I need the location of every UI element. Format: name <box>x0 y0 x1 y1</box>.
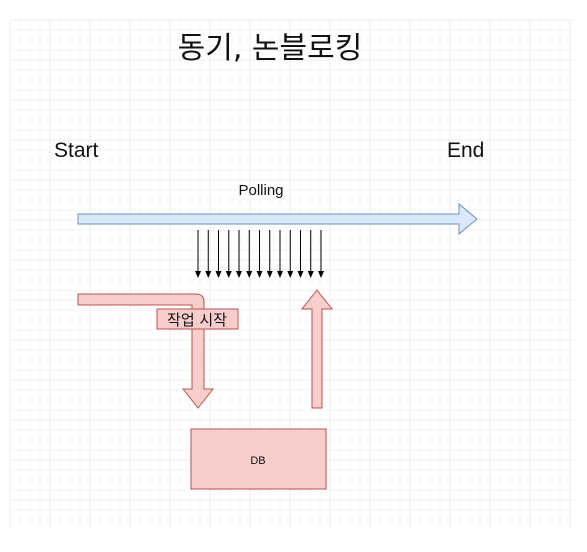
poll-arrow-head <box>215 271 222 278</box>
poll-arrow-head <box>256 271 263 278</box>
timeline-arrow <box>77 202 478 236</box>
request-arrow <box>77 293 215 409</box>
poll-arrow-head <box>287 271 294 278</box>
end-label: End <box>447 139 484 162</box>
poll-arrow-head <box>205 271 212 278</box>
diagram-title: 동기, 논블로킹 <box>178 31 363 66</box>
poll-arrow-head <box>297 271 304 278</box>
db-box <box>190 428 327 490</box>
polling-label: Polling <box>238 182 283 199</box>
poll-arrow-head <box>246 271 253 278</box>
poll-arrow-head <box>236 271 242 278</box>
request-label-box <box>156 308 239 330</box>
db-label: DB <box>250 455 265 467</box>
poll-arrow-head <box>225 271 232 278</box>
response-arrow <box>300 289 334 409</box>
poll-arrow-head <box>318 271 324 278</box>
poll-arrow-head <box>277 271 283 278</box>
poll-arrow-head <box>307 271 314 278</box>
polling-arrows <box>195 230 324 278</box>
start-label: Start <box>54 139 99 162</box>
poll-arrow-head <box>266 271 273 278</box>
poll-arrow-head <box>195 271 201 278</box>
request-label: 작업 시작 <box>167 311 227 329</box>
